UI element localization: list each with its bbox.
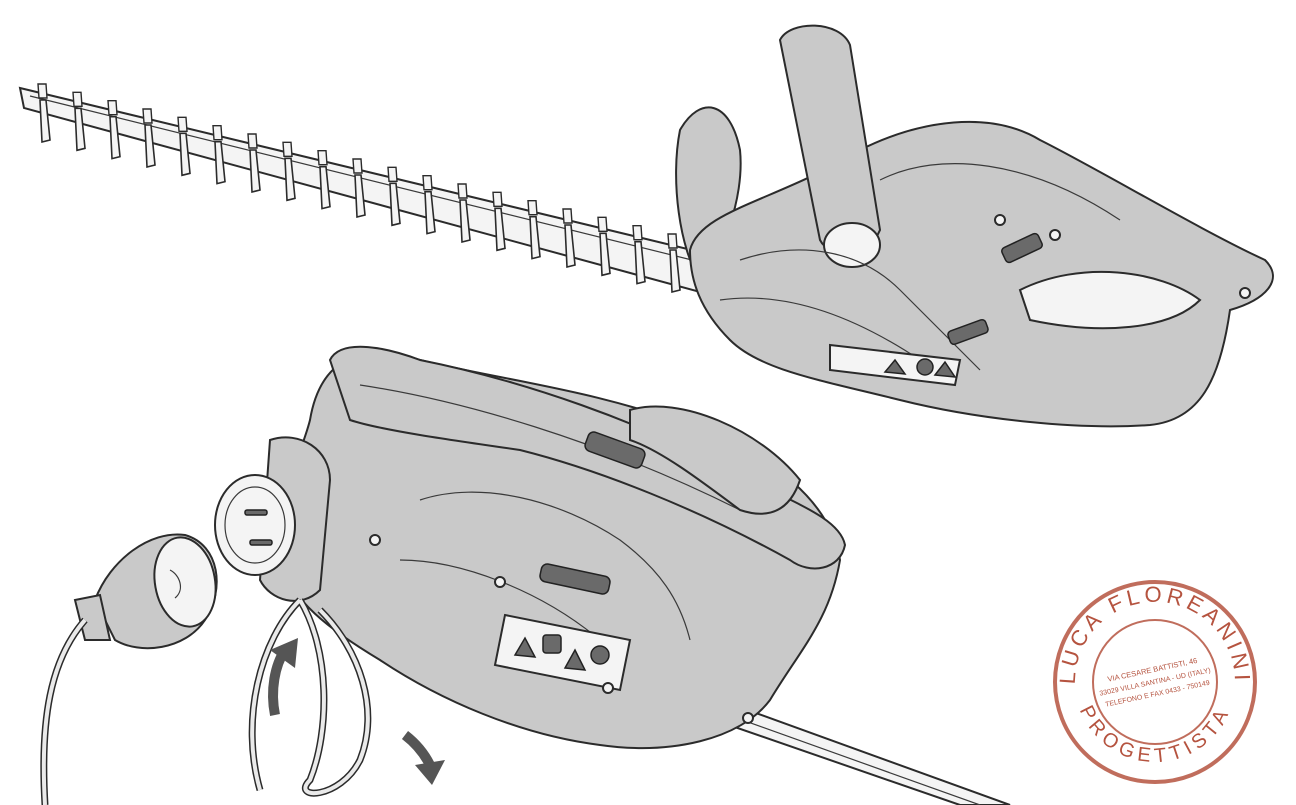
blade-tooth-upper (492, 191, 503, 208)
rotate-arrow-up-icon (268, 638, 298, 716)
blade-tooth (109, 115, 121, 160)
blade-tooth (319, 165, 331, 210)
blade-tooth (529, 215, 541, 260)
blade-tooth-upper (387, 166, 398, 183)
blade-teeth-top (37, 83, 681, 294)
vents-top (947, 232, 1043, 346)
blade-tooth (424, 190, 436, 235)
blade-tooth (599, 232, 611, 277)
inlet-socket (214, 436, 332, 602)
blade-tooth (389, 182, 401, 227)
hedge-trimmer-bottom-icon (214, 345, 1011, 805)
blade-tooth-upper (632, 224, 643, 241)
blade-tooth-upper (597, 216, 608, 233)
blade-tooth-upper (317, 149, 328, 166)
warning-label-panel-top (829, 343, 962, 387)
blade-tooth (179, 132, 191, 177)
blade-tooth-upper (72, 91, 83, 108)
blade-tooth (39, 99, 51, 144)
blade-tooth-upper (142, 108, 153, 124)
blade-tooth (214, 140, 226, 185)
blade-tooth (284, 157, 296, 202)
blade-bar-top (18, 83, 701, 294)
blade-tooth-upper (282, 141, 293, 158)
blade-tooth (74, 107, 86, 152)
blade-tooth (634, 240, 646, 285)
blade-tooth (144, 124, 156, 169)
power-cord-loop (248, 597, 372, 797)
vents-bottom (539, 431, 646, 595)
blade-tooth (564, 224, 576, 269)
designer-stamp: LUCA FLOREANINI PROGETTISTA VIA CESARE B… (1053, 580, 1257, 784)
blade-tooth-upper (527, 199, 538, 216)
hedge-trimmer-top-icon (18, 24, 1274, 428)
svg-text:PROGETTISTA: PROGETTISTA (1075, 702, 1235, 767)
power-plug-icon (40, 533, 218, 805)
blade-tooth-upper (352, 158, 363, 174)
blade-tooth (249, 149, 261, 194)
blade-tooth (459, 199, 471, 244)
blade-tooth (354, 174, 366, 219)
blade-tooth-upper (212, 124, 223, 141)
blade-tooth-upper (37, 83, 48, 99)
blade-tooth-upper (457, 183, 468, 199)
blade-tooth (669, 249, 681, 294)
blade-tooth-upper (247, 133, 258, 149)
blade-tooth-upper (422, 174, 433, 191)
rotate-arrow-down-icon (401, 731, 445, 785)
blade-tooth (494, 207, 506, 252)
stamp-title: PROGETTISTA (1075, 702, 1230, 767)
blade-tooth-upper (107, 99, 118, 116)
blade-tooth-upper (562, 208, 573, 224)
blade-tooth-upper (177, 116, 188, 133)
warning-label-panel-bottom (493, 613, 632, 692)
blade-tooth-upper (667, 233, 678, 249)
